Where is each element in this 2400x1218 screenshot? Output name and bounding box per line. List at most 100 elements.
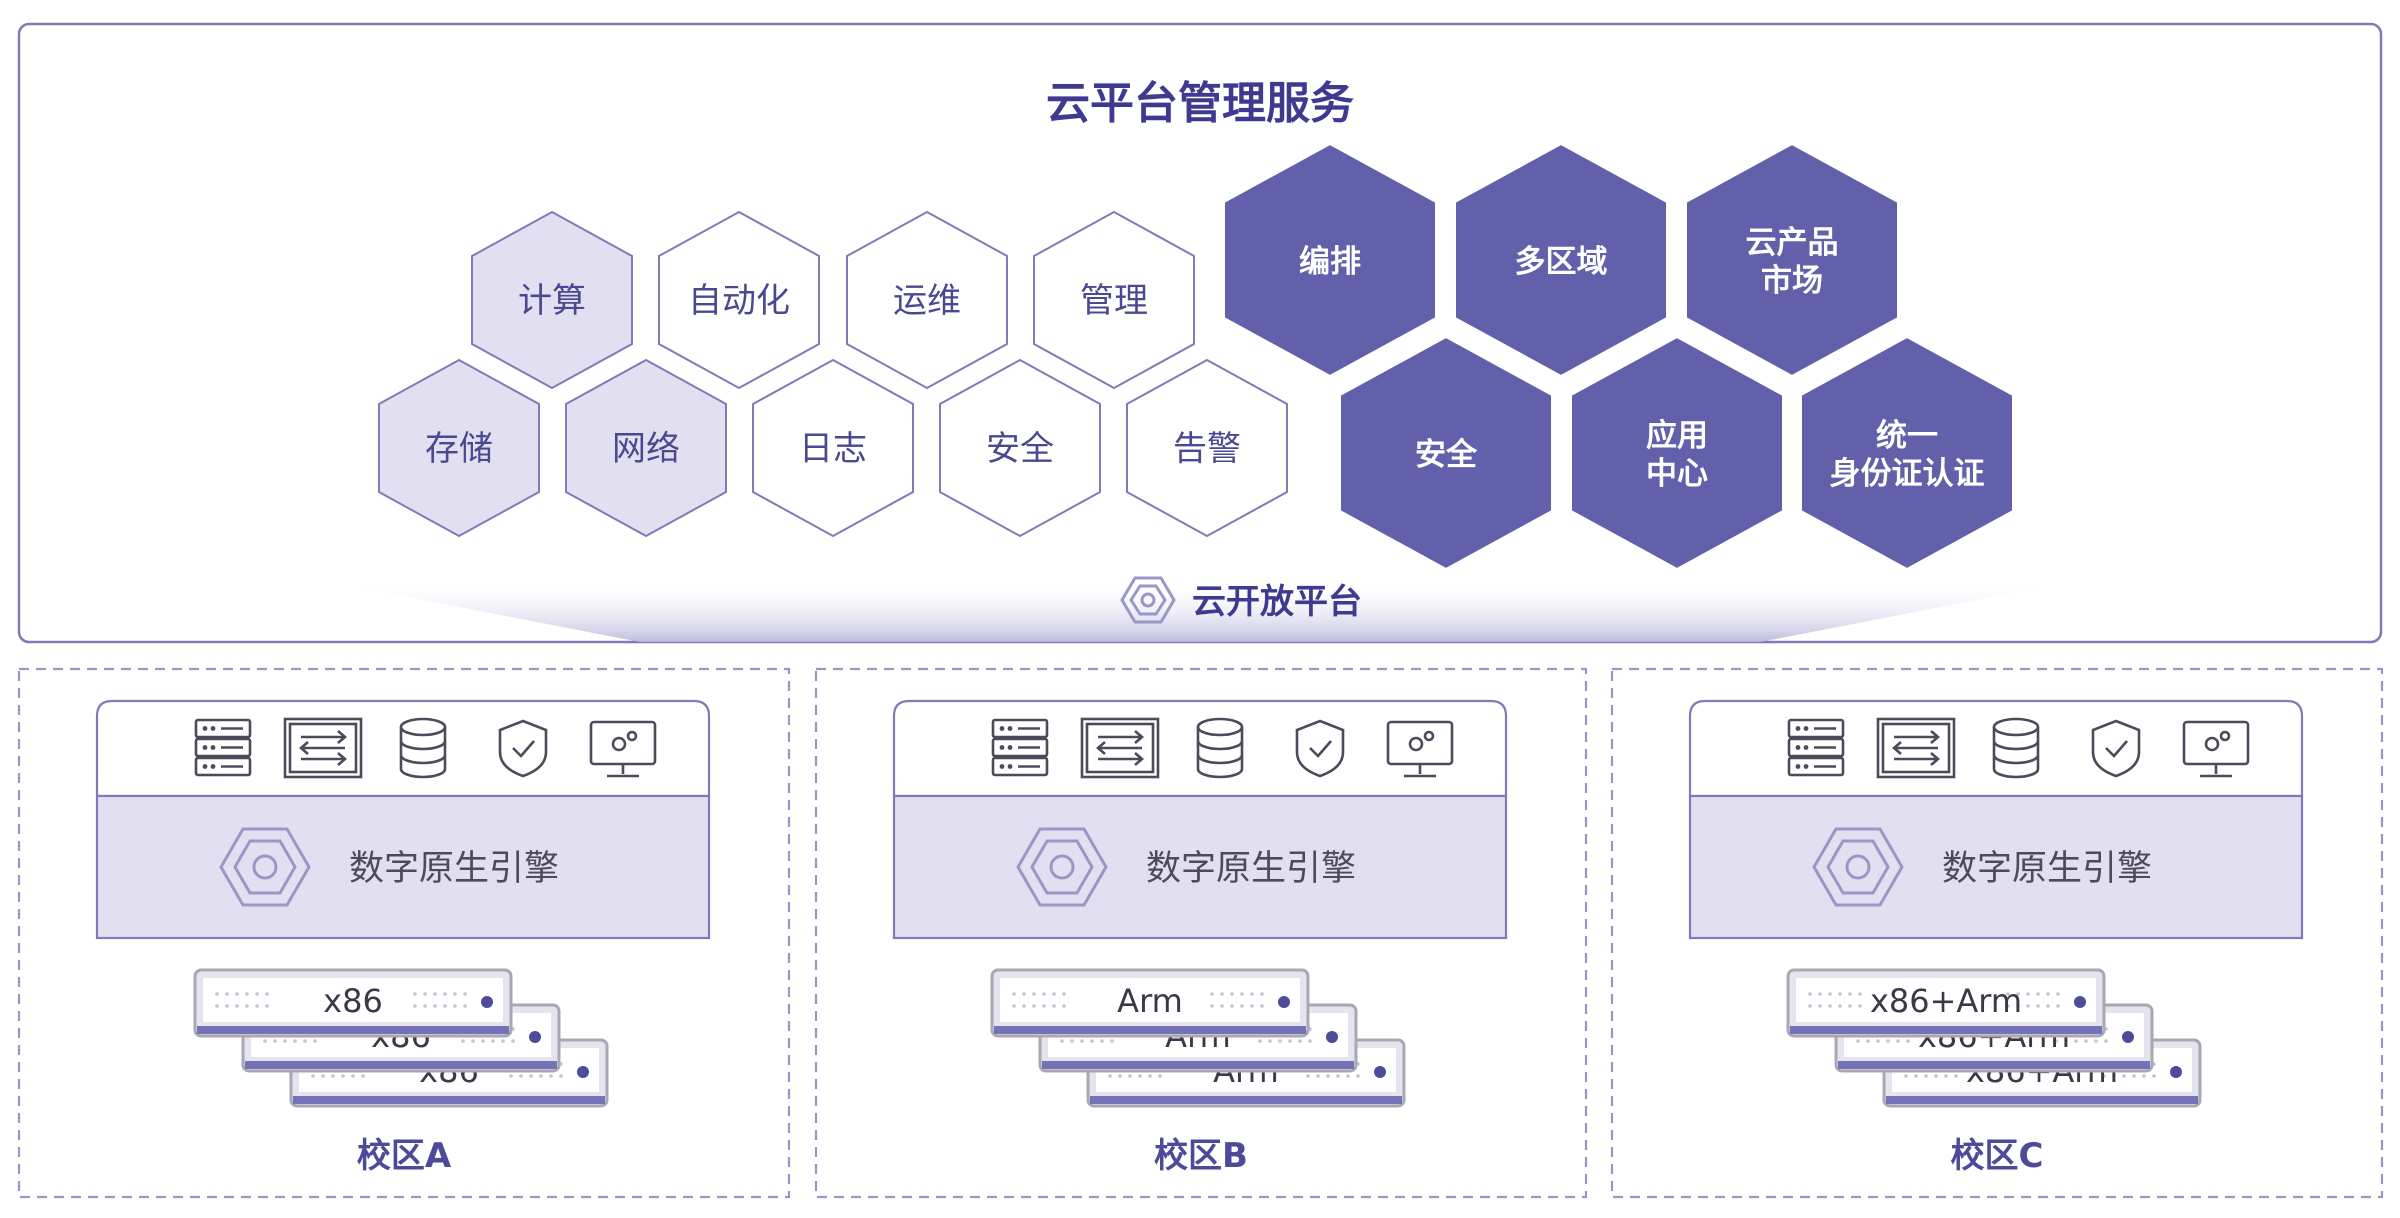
hex-label: 安全 (1415, 437, 1478, 473)
hex-label: 身份证认证 (1830, 456, 1985, 492)
service-hex: 计算 (471, 210, 633, 390)
server-led (2170, 1066, 2182, 1078)
hex-shape (1126, 358, 1288, 538)
hex-shape (378, 358, 540, 538)
hex-shape (1570, 335, 1784, 571)
panel-title: 云平台管理服务 (1046, 78, 1354, 129)
server-unit: x86+Arm (1786, 968, 2106, 1038)
database-icon (1992, 717, 2040, 779)
hex-label: 云产品 (1746, 225, 1839, 261)
hex-shape (658, 210, 820, 390)
service-hex: 网络 (565, 358, 727, 538)
engine-logo-icon (1016, 827, 1108, 907)
engine-box (892, 794, 1508, 940)
engine-box (95, 794, 711, 940)
engine-logo-icon (1812, 827, 1904, 907)
open-platform-label: 云开放平台 (1192, 582, 1362, 622)
server-base-strip (293, 1096, 605, 1104)
engine-label: 数字原生引擎 (1942, 849, 2152, 889)
server-led (481, 996, 493, 1008)
network-switch-icon (283, 717, 363, 779)
hex-shape (565, 358, 727, 538)
server-rack-icon (194, 718, 252, 777)
server-base-strip (994, 1026, 1306, 1034)
service-hex: 管理 (1033, 210, 1195, 390)
campus-panel: 数字原生引擎ArmArmArm校区B (814, 667, 1588, 1199)
network-switch-icon (1080, 717, 1160, 779)
server-led (2074, 996, 2086, 1008)
hex-shape (1339, 335, 1553, 571)
service-hex: 告警 (1126, 358, 1288, 538)
hex-label: 管理 (1080, 281, 1148, 321)
server-base-strip (1042, 1061, 1354, 1069)
hex-shape (471, 210, 633, 390)
server-led (529, 1031, 541, 1043)
engine-logo-icon (219, 827, 311, 907)
server-unit: x86 (193, 968, 513, 1038)
open-platform-base (320, 580, 2080, 642)
shield-check-icon (2091, 719, 2141, 778)
engine-box (1688, 794, 2304, 940)
server-base-strip (1790, 1026, 2102, 1034)
server-base-strip (1886, 1096, 2198, 1104)
hex-label: 告警 (1173, 429, 1241, 469)
feature-hex: 编排 (1223, 142, 1437, 378)
shield-check-icon (1295, 719, 1345, 778)
hex-shape (1454, 142, 1668, 378)
service-hex: 安全 (939, 358, 1101, 538)
monitor-gear-icon (1386, 720, 1454, 778)
hex-label: 多区域 (1515, 244, 1608, 280)
server-led (2122, 1031, 2134, 1043)
campus-panel: 数字原生引擎x86x86x86校区A (17, 667, 791, 1199)
hex-shape (1685, 142, 1899, 378)
campus-label: 校区B (1154, 1136, 1248, 1176)
server-led (1374, 1066, 1386, 1078)
hex-label: 自动化 (688, 281, 790, 321)
service-hex: 运维 (846, 210, 1008, 390)
network-switch-icon (1876, 717, 1956, 779)
monitor-gear-icon (589, 720, 657, 778)
hex-label: 存储 (425, 429, 493, 469)
hex-label: 安全 (986, 429, 1054, 469)
server-base-strip (1838, 1061, 2150, 1069)
feature-hex: 安全 (1339, 335, 1553, 571)
campus-label: 校区C (1951, 1136, 2044, 1176)
hex-shape (1223, 142, 1437, 378)
database-icon (1196, 717, 1244, 779)
hex-label: 编排 (1299, 244, 1361, 280)
server-face (1000, 978, 1300, 1022)
monitor-gear-icon (2182, 720, 2250, 778)
service-hex: 自动化 (658, 210, 820, 390)
server-face (203, 978, 503, 1022)
server-rack-icon (1787, 718, 1845, 777)
service-hex: 存储 (378, 358, 540, 538)
engine-label: 数字原生引擎 (349, 849, 559, 889)
hex-label: 运维 (893, 281, 961, 321)
hex-shape (752, 358, 914, 538)
database-icon (399, 717, 447, 779)
hex-shape (939, 358, 1101, 538)
server-label: x86 (323, 982, 383, 1020)
hex-label: 计算 (518, 281, 586, 321)
campus-panels: 数字原生引擎x86x86x86校区A数字原生引擎ArmArmArm校区B数字原生… (17, 667, 2384, 1199)
engine-label: 数字原生引擎 (1146, 849, 1356, 889)
server-rack-icon (991, 718, 1049, 777)
hex-shape (1033, 210, 1195, 390)
shield-check-icon (498, 719, 548, 778)
server-base-strip (245, 1061, 557, 1069)
server-base-strip (1090, 1096, 1402, 1104)
server-label: Arm (1117, 982, 1183, 1020)
hex-label: 日志 (799, 429, 867, 469)
hex-label: 中心 (1646, 456, 1708, 492)
feature-hex: 多区域 (1454, 142, 1668, 378)
server-unit: Arm (990, 968, 1310, 1038)
open-platform-logo-icon (1120, 576, 1176, 624)
